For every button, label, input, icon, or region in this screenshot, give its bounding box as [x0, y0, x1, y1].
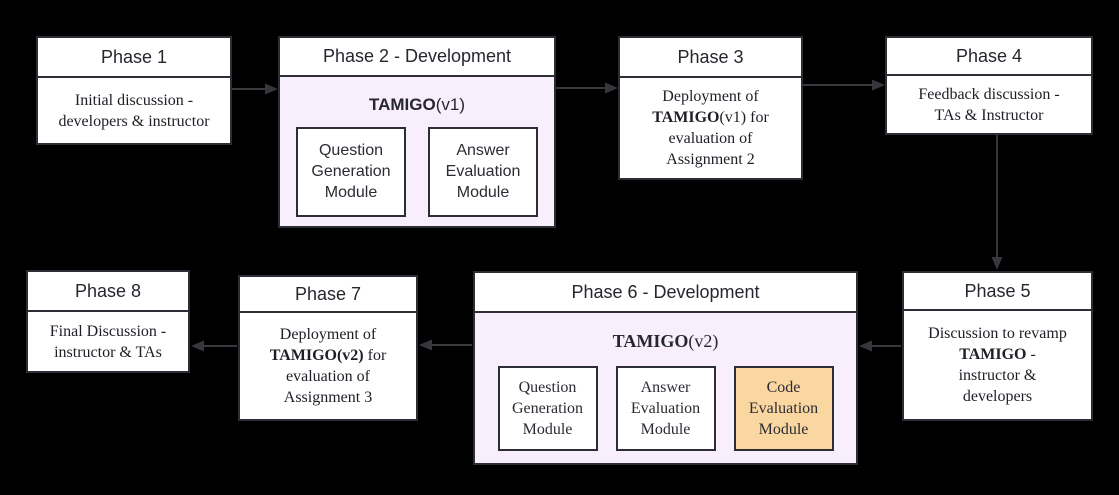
phase-4-box: Phase 4 Feedback discussion -TAs & Instr…	[885, 36, 1093, 135]
answer-evaluation-module-v1: Answer Evaluation Module	[428, 126, 538, 217]
phase-2-development-area: TAMIGO(v1) Question Generation Module An…	[280, 77, 554, 226]
phase-2-box: Phase 2 - Development TAMIGO(v1) Questio…	[278, 36, 556, 228]
arrow-phase1-to-phase2	[232, 83, 278, 95]
arrow-phase4-to-phase5	[991, 135, 1003, 270]
tamigo-v1-label: TAMIGO(v1)	[368, 94, 465, 114]
phase-1-description: Initial discussion -developers & instruc…	[58, 91, 210, 130]
arrow-phase6-to-phase7	[419, 339, 472, 351]
phase-1-box: Phase 1 Initial discussion -developers &…	[36, 36, 232, 145]
phase-4-description: Feedback discussion -TAs & Instructor	[918, 85, 1060, 124]
phase-7-title: Phase 7	[240, 277, 416, 313]
phase-2-title: Phase 2 - Development	[280, 38, 554, 77]
arrow-phase7-to-phase8	[191, 340, 237, 352]
arrow-phase2-to-phase3	[556, 82, 618, 94]
phase-6-modules: Question Generation Module Answer Evalua…	[497, 366, 834, 451]
arrow-phase5-to-phase6	[859, 340, 901, 352]
phase-6-title: Phase 6 - Development	[475, 273, 856, 313]
answer-evaluation-module-v2: Answer Evaluation Module	[615, 366, 716, 451]
phase-5-title: Phase 5	[904, 273, 1091, 311]
question-generation-module-v2: Question Generation Module	[497, 366, 598, 451]
phase-8-box: Phase 8 Final Discussion -instructor & T…	[26, 270, 190, 373]
phase-3-title: Phase 3	[620, 38, 801, 78]
code-evaluation-module-v2: Code Evaluation Module	[733, 366, 834, 451]
phase-6-development-area: TAMIGO(v2) Question Generation Module An…	[475, 313, 856, 463]
tamigo-v2-label: TAMIGO(v2)	[612, 331, 719, 351]
phase-8-title: Phase 8	[28, 272, 188, 312]
phase-6-box: Phase 6 - Development TAMIGO(v2) Questio…	[473, 271, 858, 465]
phase-2-modules: Question Generation Module Answer Evalua…	[296, 126, 538, 217]
arrow-phase3-to-phase4	[803, 79, 885, 91]
phase-1-title: Phase 1	[38, 38, 230, 78]
phase-4-title: Phase 4	[887, 38, 1091, 76]
phase-8-description: Final Discussion -instructor & TAs	[49, 322, 167, 361]
question-generation-module-v1: Question Generation Module	[296, 126, 406, 217]
